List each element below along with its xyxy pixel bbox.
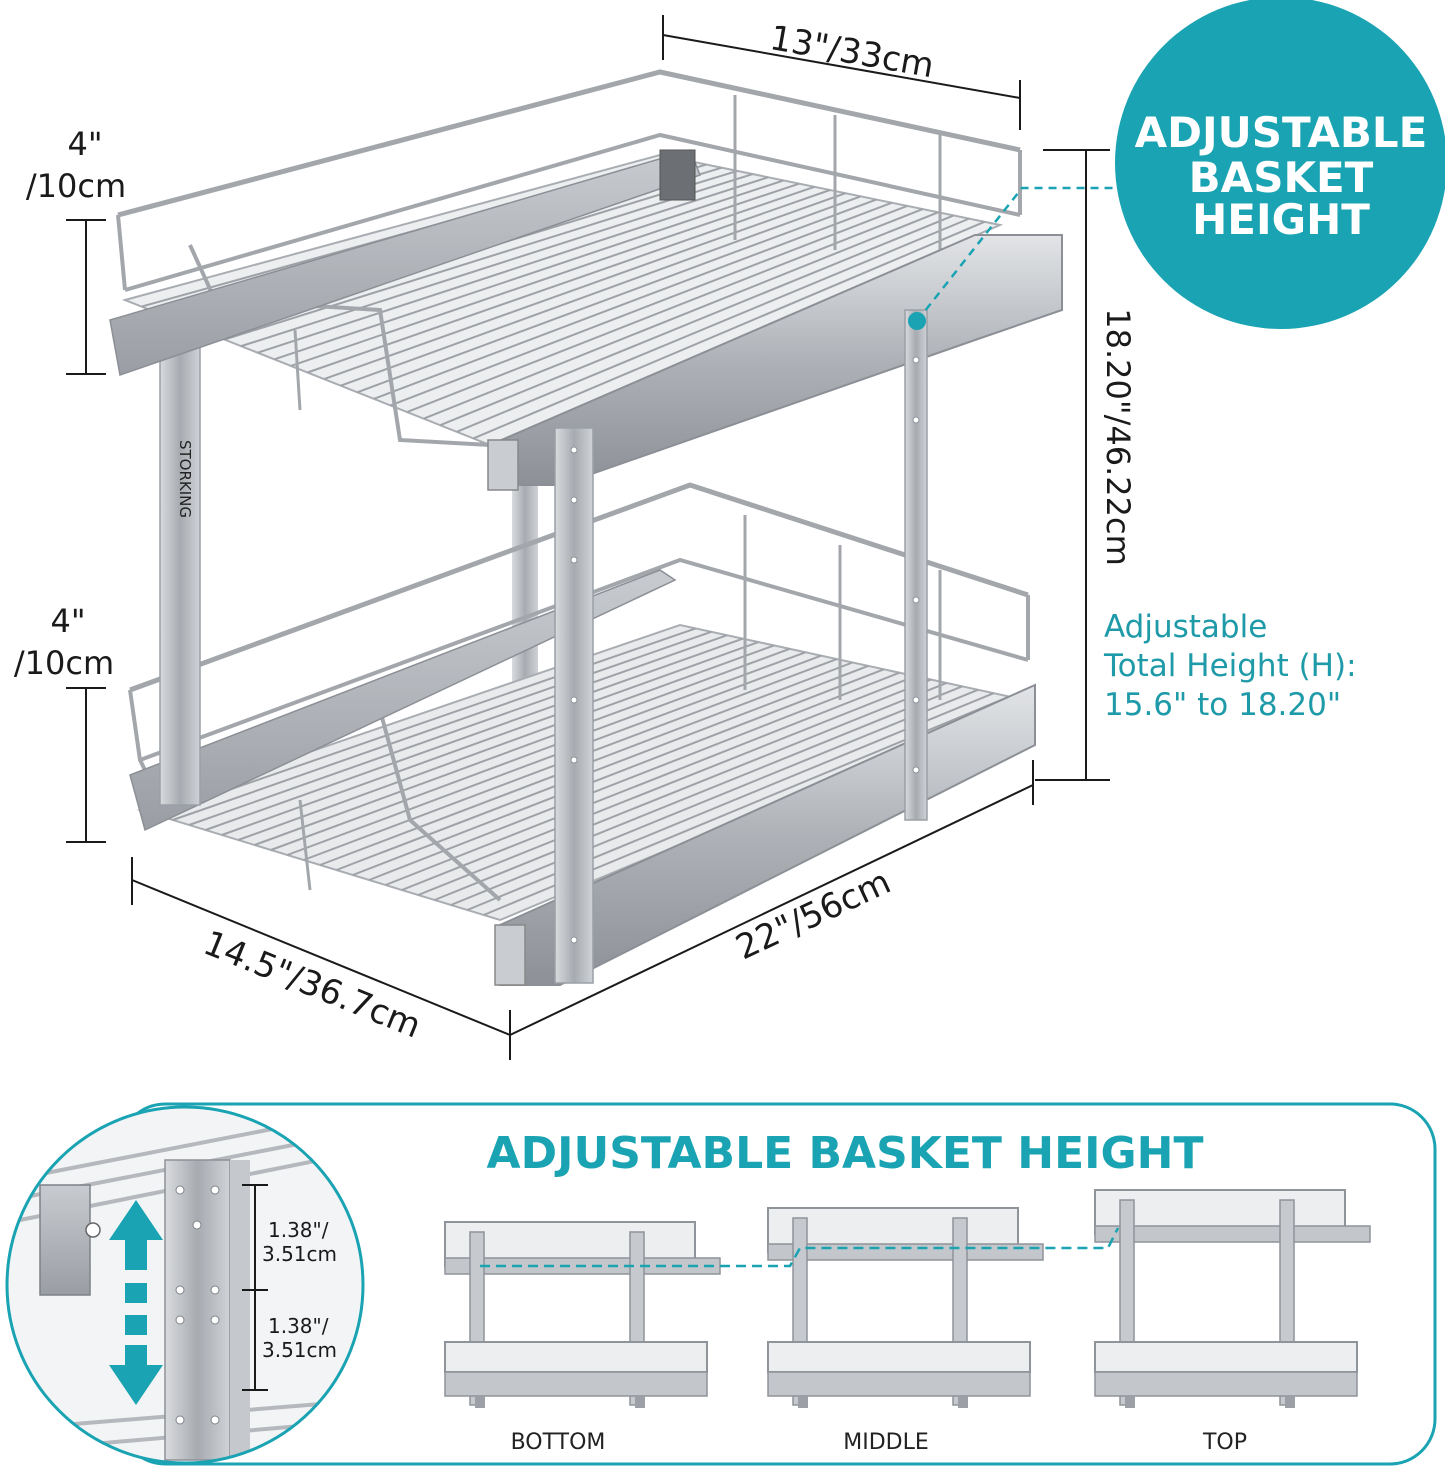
basket-wire — [473, 220, 985, 440]
base-width-label: 14.5"/36.7cm — [198, 923, 427, 1046]
step1-inch-label: 1.38"/ — [268, 1218, 329, 1242]
basket-wire — [221, 641, 759, 836]
top-width-label: 13"/33cm — [767, 18, 937, 86]
adjustable-note-line1: Adjustable — [1104, 609, 1267, 645]
upper-gap-inch-label: 4" — [67, 125, 102, 163]
callout-dashed-line — [916, 186, 1120, 322]
upper-gap-cm-label: /10cm — [26, 167, 126, 205]
adjustable-note-line2: Total Height (H): — [1103, 648, 1357, 684]
basket-wire — [257, 179, 784, 354]
basket-wire — [450, 688, 979, 906]
basket-wire — [356, 198, 877, 394]
basket-wire — [290, 185, 815, 367]
basket-wire — [240, 176, 769, 348]
step1-cm-label: 3.51cm — [262, 1242, 337, 1266]
basket-wire — [390, 204, 908, 407]
adjustable-height-badge: ADJUSTABLE BASKET HEIGHT — [1115, 0, 1445, 329]
pull-out-organizer-illustration: STORKING — [109, 69, 1063, 986]
basket-wire — [423, 211, 939, 420]
basket-wire — [188, 634, 728, 826]
mini-organizer — [767, 1207, 1044, 1408]
basket-wire — [307, 189, 831, 374]
adjustable-note-line3: 15.6" to 18.20" — [1104, 687, 1341, 723]
brand-mark: STORKING — [176, 440, 194, 518]
basket-wire — [434, 685, 963, 901]
basket-wire — [274, 182, 800, 361]
position-label-top: TOP — [1202, 1430, 1247, 1455]
front-right-post — [554, 427, 594, 984]
left-post — [159, 344, 201, 806]
lower-gap-cm-label: /10cm — [14, 644, 114, 682]
badge-line1: ADJUSTABLE — [1135, 108, 1428, 157]
up-down-arrow-icon — [109, 1200, 163, 1405]
basket-wire — [439, 214, 955, 427]
mini-organizer — [444, 1221, 721, 1408]
badge-line2: BASKET — [1189, 153, 1374, 202]
basket-wire — [385, 675, 916, 886]
basket-wire — [205, 637, 744, 831]
basket-wire — [172, 630, 712, 821]
dimension-annotations — [66, 15, 1110, 1060]
lower-gap-inch-label: 4" — [50, 602, 85, 640]
basket-wire — [406, 208, 924, 413]
step2-cm-label: 3.51cm — [262, 1338, 337, 1362]
basket-wire — [417, 682, 947, 896]
upper-basket — [109, 69, 1063, 491]
badge-line3: HEIGHT — [1192, 195, 1370, 244]
basket-wire — [340, 195, 862, 387]
mini-organizer — [1094, 1189, 1371, 1408]
basket-wire — [352, 668, 885, 876]
total-height-label: 18.20"/46.22cm — [1099, 308, 1137, 565]
basket-wire — [224, 173, 754, 341]
basket-wire — [286, 654, 822, 856]
panel-title: ADJUSTABLE BASKET HEIGHT — [487, 1128, 1204, 1179]
basket-wire — [401, 678, 932, 891]
basket-wire — [270, 651, 806, 851]
step2-inch-label: 1.38"/ — [268, 1314, 329, 1338]
position-label-middle: MIDDLE — [843, 1430, 929, 1455]
alignment-dashed-line — [480, 1227, 1120, 1268]
closeup-detail: 1.38"/ 3.51cm 1.38"/ 3.51cm — [5, 1105, 365, 1465]
adjustable-height-panel: ADJUSTABLE BASKET HEIGHT — [5, 1102, 1437, 1466]
basket-wire — [368, 671, 900, 881]
basket-wire — [456, 217, 970, 433]
basket-wire — [237, 644, 775, 841]
rear-right-post — [904, 309, 928, 821]
basket-wire — [373, 201, 893, 400]
basket-wire — [323, 192, 846, 381]
basket-wire — [156, 627, 697, 816]
position-label-bottom: BOTTOM — [511, 1430, 606, 1455]
basket-wire — [254, 647, 791, 846]
